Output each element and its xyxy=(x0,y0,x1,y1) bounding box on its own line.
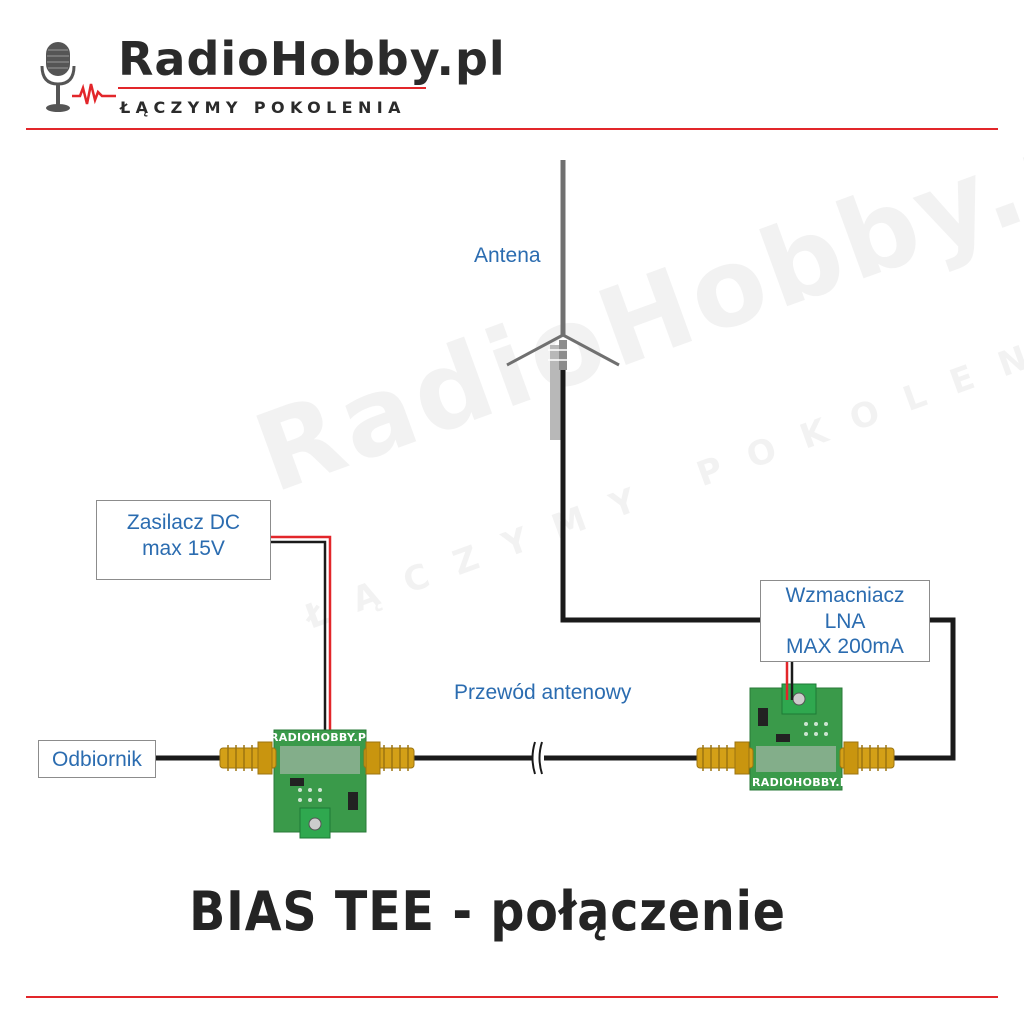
logo-tagline: ŁĄCZYMY POKOLENIA xyxy=(120,98,406,117)
pcb-right-silkscreen: RADIOHOBBY.PL xyxy=(752,776,856,789)
power-supply-box: Zasilacz DC max 15V xyxy=(96,500,271,580)
antenna xyxy=(506,160,620,440)
microphone-icon xyxy=(40,42,116,112)
sma-connector-left-a xyxy=(219,741,277,775)
antenna-label: Antena xyxy=(474,244,541,267)
logo-underline xyxy=(118,87,426,89)
lna-power-wires xyxy=(785,660,794,700)
lna-line-2: LNA xyxy=(824,609,866,633)
pcb-left-silkscreen: RADIOHOBBY.PL xyxy=(270,731,374,744)
lna-box: Wzmacniacz LNA MAX 200mA xyxy=(760,580,930,662)
receiver-box: Odbiornik xyxy=(38,740,156,778)
lna-return-cable xyxy=(892,617,956,761)
sma-connector-right-a xyxy=(696,741,754,775)
bias-tee-board xyxy=(273,729,367,839)
lna-line-1: Wzmacniacz xyxy=(785,584,905,607)
lna-board xyxy=(749,683,843,791)
logo-title: RadioHobby.pl xyxy=(118,32,506,86)
power-supply-line-2: max 15V xyxy=(142,536,225,560)
cable-label: Przewód antenowy xyxy=(454,681,632,704)
sma-connector-left-b xyxy=(363,741,415,775)
lna-line-3: MAX 200mA xyxy=(786,635,904,659)
antenna-feed-cable xyxy=(560,370,760,623)
header-divider xyxy=(26,128,998,130)
page-title: BIAS TEE - połączenie xyxy=(189,880,786,943)
power-supply-line-1: Zasilacz DC xyxy=(126,511,241,534)
footer-divider xyxy=(26,996,998,998)
dc-power-wires xyxy=(271,535,332,820)
sma-connector-right-b xyxy=(839,741,895,775)
receiver-label: Odbiornik xyxy=(52,748,142,771)
